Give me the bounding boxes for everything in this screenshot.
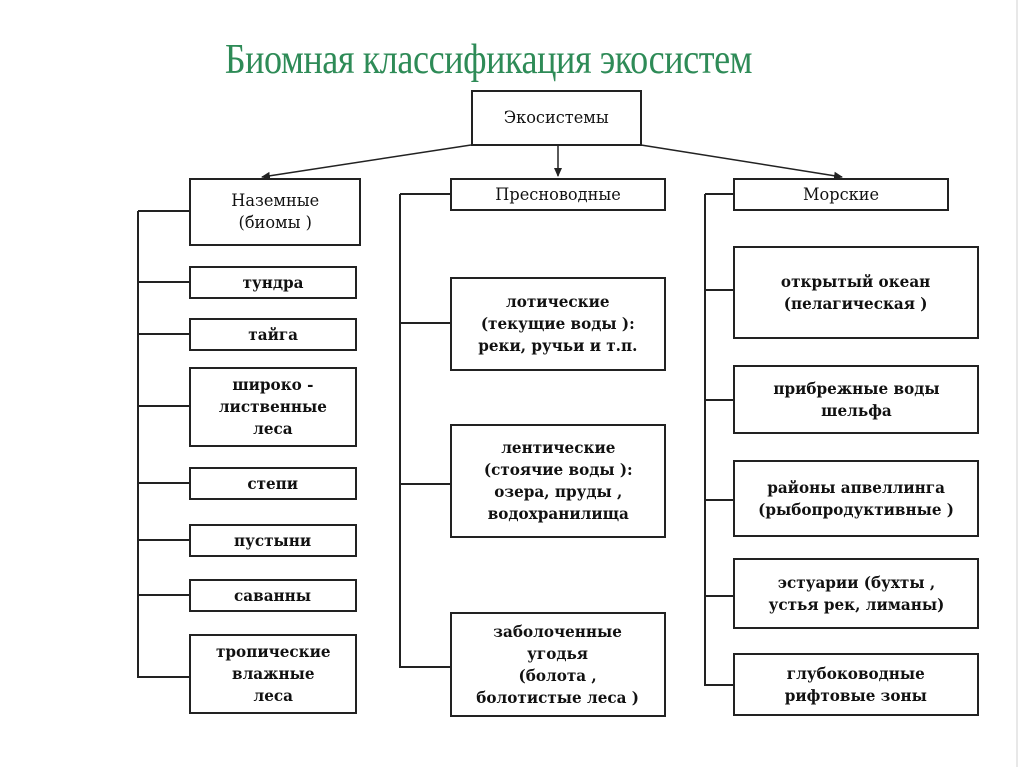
node-tundra: тундра <box>189 266 357 299</box>
node-steppes: степи <box>189 467 357 500</box>
node-label: широко - лиственные леса <box>218 375 328 438</box>
category-freshwater: Пресноводные <box>450 178 666 211</box>
node-label: заболоченные угодья (болота , болотистые… <box>476 621 640 707</box>
page-title: Биомная классификация экосистем <box>224 37 753 83</box>
node-tropical-rainforests: тропические влажные леса <box>189 634 357 714</box>
category-label: Морские <box>802 184 880 205</box>
node-label: районы апвеллинга (рыбопродуктивные ) <box>758 477 954 519</box>
node-upwelling-zones: районы апвеллинга (рыбопродуктивные ) <box>733 460 979 537</box>
node-label: степи <box>247 473 299 493</box>
node-label: пустыни <box>234 530 312 550</box>
node-label: открытый океан (пелагическая ) <box>781 271 931 313</box>
node-wetlands: заболоченные угодья (болота , болотистые… <box>450 612 666 717</box>
node-savannas: саванны <box>189 579 357 612</box>
category-terrestrial: Наземные (биомы ) <box>189 178 361 246</box>
node-open-ocean: открытый океан (пелагическая ) <box>733 246 979 339</box>
node-label: лотические (текущие воды ): реки, ручьи … <box>478 292 638 355</box>
node-label: тундра <box>242 272 304 292</box>
node-label: тайга <box>248 324 298 344</box>
node-broadleaf-forests: широко - лиственные леса <box>189 367 357 447</box>
root-node-ecosystems: Экосистемы <box>471 90 642 146</box>
category-label: Пресноводные <box>495 184 621 205</box>
spine-terrestrial <box>137 210 189 678</box>
spine-marine <box>704 193 733 686</box>
arrow-root-to-terrestrial <box>261 144 472 180</box>
node-label: лентические (стоячие воды ): озера, пруд… <box>483 438 633 523</box>
node-taiga: тайга <box>189 318 357 351</box>
node-lotic: лотические (текущие воды ): реки, ручьи … <box>450 277 666 371</box>
arrow-root-to-marine <box>640 144 843 180</box>
node-lentic: лентические (стоячие воды ): озера, пруд… <box>450 424 666 538</box>
node-label: глубоководные рифтовые зоны <box>784 663 928 705</box>
node-label: тропические влажные леса <box>215 642 331 705</box>
root-node-label: Экосистемы <box>504 108 609 128</box>
node-shelf-waters: прибрежные воды шельфа <box>733 365 979 434</box>
right-edge-border <box>1016 0 1018 767</box>
node-deserts: пустыни <box>189 524 357 557</box>
node-estuaries: эстуарии (бухты , устья рек, лиманы) <box>733 558 979 629</box>
node-deep-sea-rift-zones: глубоководные рифтовые зоны <box>733 653 979 716</box>
node-label: эстуарии (бухты , устья рек, лиманы) <box>768 572 944 614</box>
node-label: саванны <box>234 585 312 605</box>
spine-freshwater <box>399 193 450 668</box>
category-marine: Морские <box>733 178 949 211</box>
category-label: Наземные (биомы ) <box>231 191 319 233</box>
node-label: прибрежные воды шельфа <box>772 378 940 420</box>
